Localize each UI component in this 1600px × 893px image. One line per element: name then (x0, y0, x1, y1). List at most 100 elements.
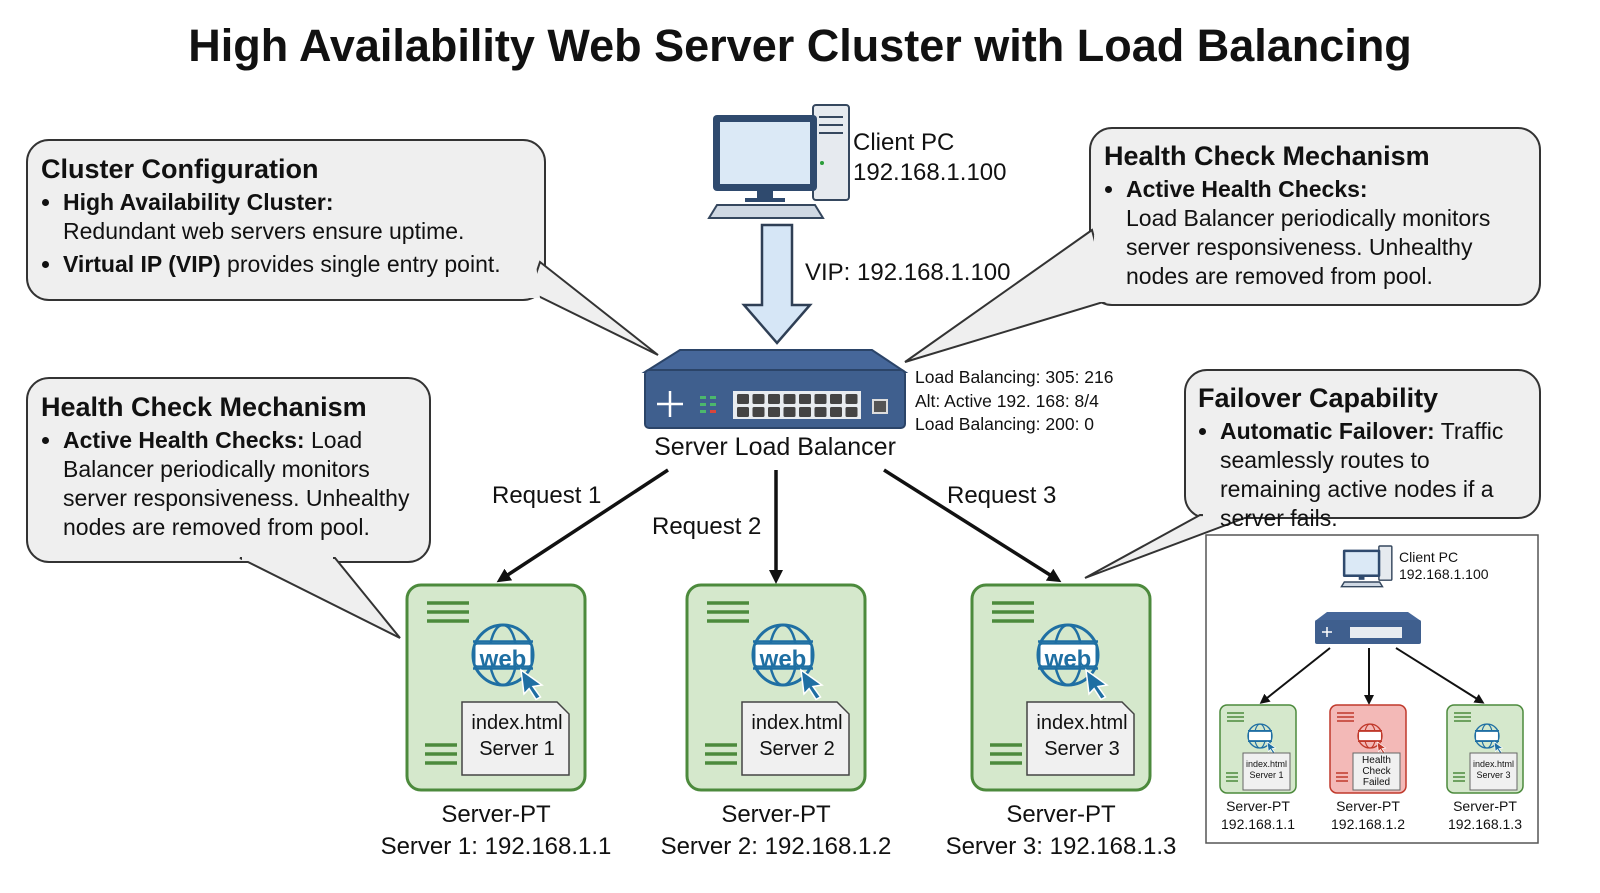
server-name: Server 2 (759, 738, 835, 760)
port-icon (799, 407, 811, 417)
request-3-arrow (883, 468, 1062, 583)
inset-switch-icon (1315, 612, 1421, 644)
request-3-label: Request 3 (947, 482, 1057, 509)
item-bold: Active Health Checks: (1126, 176, 1368, 202)
server-file: index.html (1036, 712, 1128, 734)
server-ip: Server 1: 192.168.1.1 (380, 833, 612, 860)
server-ip: 192.168.1.2 (1331, 816, 1405, 832)
port-icon (737, 407, 749, 417)
stat-line: Load Balancing: 200: 0 (915, 414, 1095, 434)
callout-item: Automatic Failover: Traffic seamlessly r… (1220, 417, 1533, 533)
port-icon (814, 394, 827, 404)
item-text: Traffic seamlessly routes to remaining a… (1220, 418, 1504, 531)
failed-server-icon (1329, 704, 1407, 794)
request-1-arrow (496, 468, 669, 583)
callout-title: Health Check Mechanism (1104, 141, 1430, 171)
doc-line: Server 1 (1249, 770, 1284, 780)
port-icon (737, 394, 749, 404)
globe-text: web (759, 646, 807, 673)
port-icon (830, 407, 842, 417)
port-icon (768, 394, 780, 404)
port-icon (752, 407, 765, 417)
port-icon (783, 394, 796, 404)
server-type: Server-PT (1336, 798, 1400, 814)
doc-line: index.html (1245, 759, 1288, 769)
diagram-title: High Availability Web Server Cluster wit… (188, 20, 1412, 71)
web-server-icon: web (685, 583, 867, 792)
server-name: Server 1 (479, 738, 555, 760)
callout-failover: Failover Capability Automatic Failover: … (1198, 384, 1533, 537)
server-type: Server-PT (1453, 798, 1517, 814)
client-pc-icon (707, 104, 850, 219)
stat-line: Load Balancing: 305: 216 (915, 367, 1114, 387)
inset-client-name: Client PC (1399, 549, 1459, 565)
server-type: Server-PT (1226, 798, 1290, 814)
item-text: Load Balancer periodically monitors serv… (63, 427, 410, 540)
callout-title: Failover Capability (1198, 383, 1439, 413)
callout-title: Cluster Configuration (41, 154, 319, 184)
port-icon (814, 407, 827, 417)
doc-line: Check (1362, 766, 1391, 777)
server-ip: Server 3: 192.168.1.3 (945, 833, 1177, 860)
doc-line: index.html (1472, 759, 1515, 769)
server-type: Server-PT (1006, 801, 1116, 828)
callout-cluster-config: Cluster Configuration High Availability … (41, 155, 541, 283)
doc-line: Failed (1362, 777, 1391, 788)
load-balancer-switch-icon (641, 349, 909, 429)
callout-item: Virtual IP (VIP) provides single entry p… (63, 250, 541, 279)
item-bold: Active Health Checks: (63, 427, 305, 453)
callout-item: Active Health Checks: Load Balancer peri… (63, 426, 426, 542)
inset-server-label: Server-PT 192.168.1.3 (1427, 797, 1543, 833)
client-name: Client PC (853, 129, 955, 156)
port-icon (752, 394, 765, 404)
port-icon (845, 394, 858, 404)
callout-item: High Availability Cluster:Redundant web … (63, 188, 541, 246)
request-2-label: Request 2 (652, 513, 762, 540)
server-label: Server-PT Server 1: 192.168.1.1 (317, 799, 675, 863)
server-type: Server-PT (721, 801, 831, 828)
client-pc-label: Client PC 192.168.1.100 (853, 128, 1006, 188)
stat-line: Alt: Active 192. 168: 8/4 (915, 390, 1099, 411)
inset-server-icon (1219, 704, 1297, 794)
callout-title: Health Check Mechanism (41, 392, 367, 422)
server-ip: 192.168.1.1 (1221, 816, 1295, 832)
item-bold: High Availability Cluster: (63, 189, 334, 215)
web-server-icon: web (405, 583, 587, 792)
callout-health-left: Health Check Mechanism Active Health Che… (41, 393, 426, 546)
load-balancer-stats: Load Balancing: 305: 216 Alt: Active 192… (915, 366, 1114, 437)
callout-health-right: Health Check Mechanism Active Health Che… (1104, 142, 1524, 295)
server-type: Server-PT (441, 801, 551, 828)
port-icon (768, 407, 780, 417)
inset-server-label: Server-PT 192.168.1.1 (1200, 797, 1316, 833)
callout-failover-bubble (1084, 369, 1541, 579)
vip-arrow-icon (741, 223, 813, 345)
inset-client-pc-icon (1340, 545, 1393, 588)
server-ip: Server 2: 192.168.1.2 (660, 833, 892, 860)
server-name: Server 3 (1044, 738, 1120, 760)
web-server-icon: web (970, 583, 1152, 792)
callout-cluster-config-bubble (26, 139, 659, 356)
server-file: index.html (471, 712, 563, 734)
request-1-label: Request 1 (492, 482, 602, 509)
item-bold: Virtual IP (VIP) (63, 251, 221, 277)
server-file: index.html (751, 712, 843, 734)
server-ip: 192.168.1.3 (1448, 816, 1522, 832)
vip-label: VIP: 192.168.1.100 (805, 259, 1011, 286)
inset-server-icon (1446, 704, 1524, 794)
server-label: Server-PT Server 3: 192.168.1.3 (882, 799, 1240, 863)
load-balancer-label: Server Load Balancer (654, 433, 896, 461)
doc-line: Health (1362, 755, 1391, 766)
item-text: Load Balancer periodically monitors serv… (1126, 205, 1491, 289)
callout-health-left-bubble (26, 377, 431, 639)
inset-server-label: Server-PT 192.168.1.2 (1310, 797, 1426, 833)
port-icon (783, 407, 796, 417)
port-icon (845, 407, 858, 417)
client-ip: 192.168.1.100 (853, 159, 1007, 186)
callout-item: Active Health Checks: Load Balancer perio… (1126, 175, 1524, 291)
